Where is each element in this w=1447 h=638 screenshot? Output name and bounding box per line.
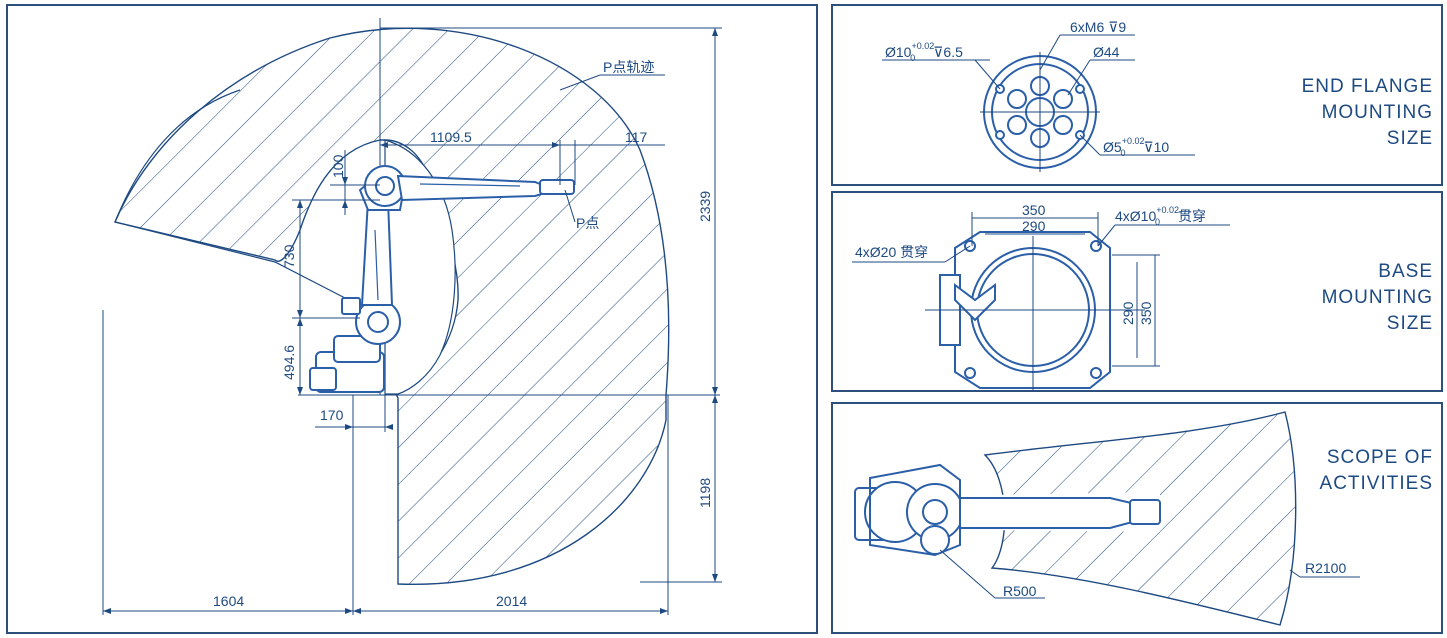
scope-r-outer: R2100 xyxy=(1305,560,1346,576)
scope-r-inner: R500 xyxy=(1003,583,1037,599)
upper-boundary-line xyxy=(114,221,346,299)
robot-side-view xyxy=(309,165,575,393)
dim-1604: 1604 xyxy=(213,593,244,609)
dim-117: 117 xyxy=(625,129,648,145)
dim-2339: 2339 xyxy=(697,191,713,222)
inner-reach-boundary xyxy=(384,139,456,395)
p-trajectory-label: P点轨迹 xyxy=(603,59,654,75)
base-height-inner: 290 xyxy=(1120,301,1136,325)
dim-100: 100 xyxy=(330,154,346,178)
flange-title-line2: MOUNTING xyxy=(1322,102,1433,123)
rear-sweep-curve xyxy=(114,89,241,223)
base-title-line3: SIZE xyxy=(1387,313,1433,334)
base-panel-frame xyxy=(831,191,1443,392)
base-hole-label-left: 4xØ20 贯穿 xyxy=(855,244,928,260)
dim-2014: 2014 xyxy=(496,593,527,609)
dim-494: 494.6 xyxy=(281,345,297,380)
base-title-line2: MOUNTING xyxy=(1322,287,1433,308)
main-dim-arrows xyxy=(103,28,718,614)
base-width-outer: 350 xyxy=(1022,202,1046,218)
main-side-view: 1109.5 117 100 730 494.6 170 2339 1198 1… xyxy=(102,18,722,615)
main-dim-labels: 1109.5 117 100 730 494.6 170 2339 1198 1… xyxy=(213,59,713,609)
base-title-line1: BASE xyxy=(1378,261,1433,282)
base-height-outer: 350 xyxy=(1138,301,1154,325)
flange-panel-frame xyxy=(831,4,1443,186)
p-point-label: P点 xyxy=(576,215,599,231)
dim-1109: 1109.5 xyxy=(430,129,472,145)
flange-pcd-label: Ø44 xyxy=(1093,44,1120,60)
scope-panel-frame xyxy=(831,402,1443,634)
dim-730: 730 xyxy=(281,244,297,268)
flange-thread-label: 6xM6 ⊽9 xyxy=(1070,19,1126,35)
scope-title-line1: SCOPE OF xyxy=(1327,447,1433,468)
base-width-inner: 290 xyxy=(1022,218,1046,234)
flange-title-line1: END FLANGE xyxy=(1302,76,1433,97)
main-dimensions xyxy=(103,27,722,615)
scope-view: R500 R2100 SCOPE OF ACTIVITIES xyxy=(854,411,1433,626)
main-view-frame xyxy=(6,4,818,634)
flange-title-line3: SIZE xyxy=(1387,128,1433,149)
scope-title-line2: ACTIVITIES xyxy=(1320,473,1433,494)
dim-1198: 1198 xyxy=(697,478,713,508)
dim-170: 170 xyxy=(320,407,344,423)
